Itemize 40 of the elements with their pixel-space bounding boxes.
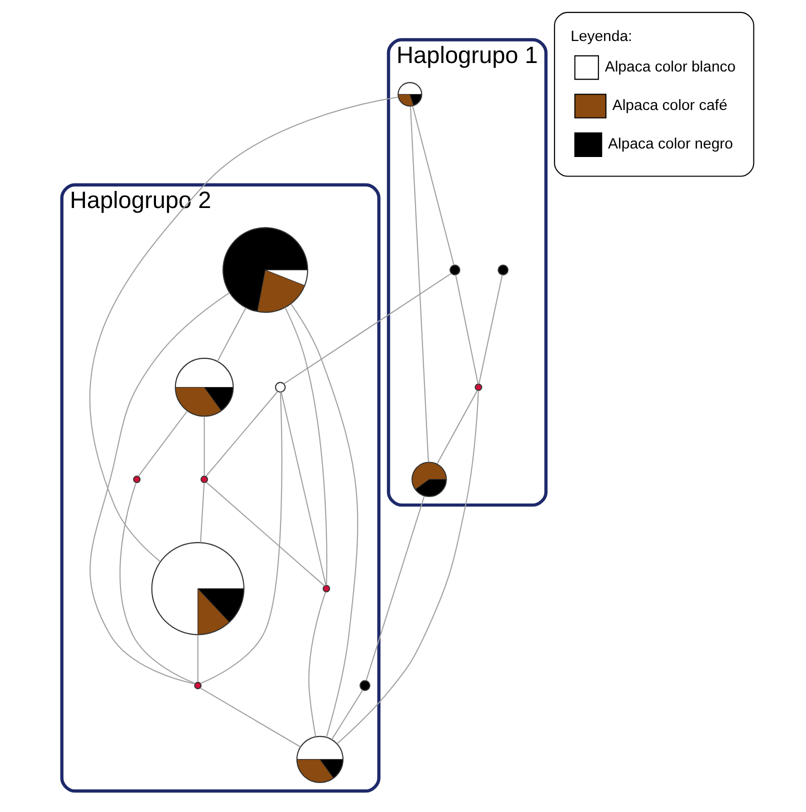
node-circle bbox=[322, 584, 330, 592]
connector bbox=[283, 273, 452, 384]
connector bbox=[365, 496, 424, 681]
connector bbox=[119, 482, 195, 684]
legend-label: Alpaca color negro bbox=[608, 136, 733, 153]
connector bbox=[196, 634, 198, 682]
connector bbox=[412, 106, 454, 266]
connector bbox=[206, 482, 324, 586]
connector bbox=[200, 392, 282, 684]
connector bbox=[336, 390, 478, 744]
node-circle bbox=[200, 476, 208, 484]
connector bbox=[290, 304, 358, 738]
node-circle bbox=[194, 682, 202, 690]
node-circle bbox=[359, 680, 370, 691]
connector bbox=[478, 274, 502, 384]
node-circle bbox=[474, 384, 482, 391]
connector bbox=[205, 391, 278, 477]
node-circle bbox=[274, 382, 286, 393]
node-circle bbox=[132, 476, 140, 484]
connector bbox=[308, 592, 326, 737]
connector bbox=[284, 307, 327, 586]
cluster: Haplogrupo 1 bbox=[386, 38, 548, 507]
connector bbox=[216, 308, 246, 362]
cluster: Haplogrupo 2 bbox=[60, 183, 380, 793]
connector bbox=[280, 392, 326, 586]
connector bbox=[138, 410, 188, 476]
connector bbox=[89, 292, 230, 684]
node-circle bbox=[449, 264, 460, 276]
connector bbox=[200, 482, 204, 543]
connector bbox=[409, 106, 428, 462]
connector bbox=[436, 390, 478, 464]
connector bbox=[454, 274, 478, 384]
connector bbox=[330, 690, 363, 740]
node-circle bbox=[497, 264, 508, 276]
connector bbox=[203, 416, 204, 476]
connector bbox=[200, 688, 300, 748]
connector bbox=[89, 96, 398, 562]
legend-label: Alpaca color café bbox=[612, 97, 727, 114]
label: Leyenda: bbox=[570, 28, 632, 46]
legend-label: Alpaca color blanco bbox=[604, 58, 736, 76]
